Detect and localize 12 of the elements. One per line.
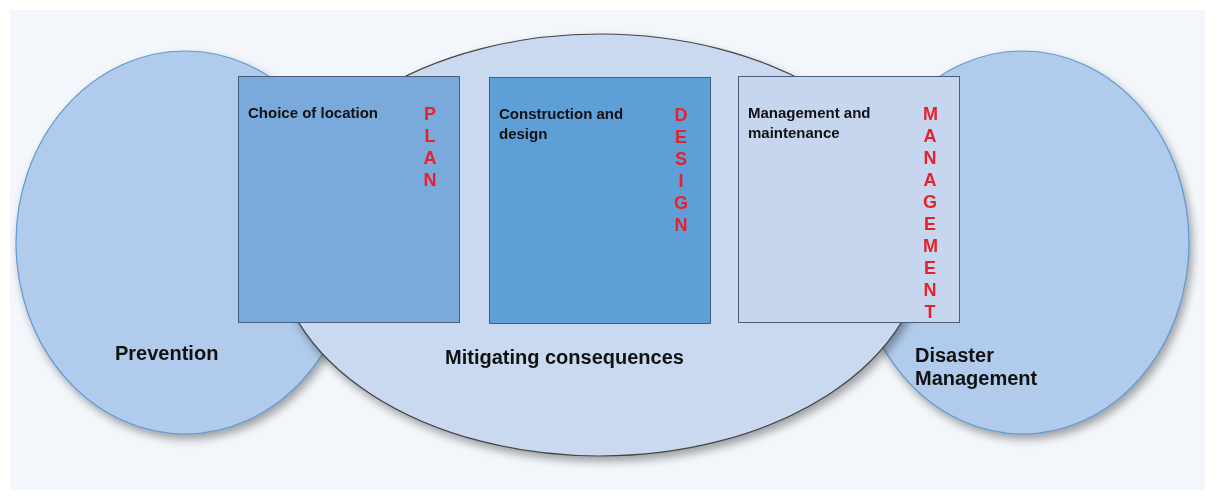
process-box	[238, 76, 460, 323]
circle-label: Prevention	[115, 342, 220, 365]
vertical-label: DESIGN	[674, 104, 688, 236]
box-heading: Construction and design	[499, 104, 624, 144]
box-heading: Management and maintenance	[748, 103, 872, 143]
process-box	[489, 77, 711, 324]
process-box	[738, 76, 960, 323]
ellipse-label: Mitigating consequences	[445, 346, 685, 369]
circle-label: Disaster Management	[915, 344, 1039, 390]
vertical-label: MANAGEMENT	[923, 103, 937, 323]
box-heading: Choice of location	[248, 103, 379, 123]
vertical-label: PLAN	[423, 103, 437, 191]
